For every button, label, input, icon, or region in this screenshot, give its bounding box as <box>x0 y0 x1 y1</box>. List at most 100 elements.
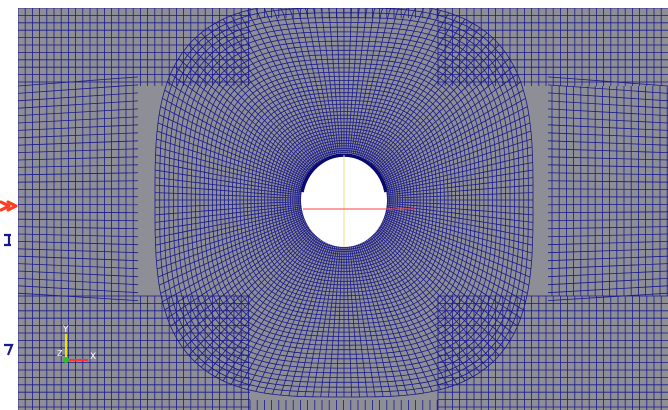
y-axis-label: Y <box>62 325 69 335</box>
mesh-spoke <box>347 242 360 398</box>
mesh-line <box>18 263 139 270</box>
mesh-spoke <box>160 219 306 294</box>
mesh-spoke <box>155 208 302 238</box>
mesh-spoke <box>371 232 488 368</box>
mesh-line <box>547 226 668 230</box>
mesh-spoke <box>386 162 533 192</box>
mesh-line <box>18 124 139 131</box>
mesh-spoke <box>385 146 533 189</box>
mesh-spoke <box>335 242 343 398</box>
mesh-line <box>18 255 139 262</box>
mesh-spoke <box>207 233 318 373</box>
mesh-spoke <box>375 51 505 172</box>
mesh-line <box>547 255 668 262</box>
mesh-spoke <box>345 8 353 158</box>
mesh-spoke <box>280 8 332 160</box>
mesh-spoke <box>194 38 316 169</box>
mesh-line <box>547 180 668 183</box>
mesh-spoke <box>384 138 532 188</box>
mesh-line <box>547 156 668 161</box>
mesh-spoke <box>320 8 340 158</box>
mesh-line <box>18 164 139 168</box>
mesh-line <box>547 188 668 190</box>
mesh-spoke <box>361 8 433 162</box>
mesh-spoke <box>367 235 466 382</box>
mesh-line <box>18 188 139 190</box>
mesh-spoke <box>372 231 494 362</box>
mesh-spoke <box>379 81 521 177</box>
mesh-line <box>18 248 139 254</box>
mesh-spoke <box>288 241 333 396</box>
mesh-line <box>547 92 668 102</box>
mesh-spoke <box>371 32 488 168</box>
mesh-spoke <box>348 242 368 397</box>
mesh-spoke <box>361 238 433 392</box>
mesh-spoke <box>154 192 302 199</box>
mesh-spoke <box>355 241 400 396</box>
mesh-spoke <box>335 8 343 158</box>
mesh-spoke <box>215 22 320 166</box>
mesh-spoke <box>162 220 307 303</box>
mesh-spoke <box>158 217 306 286</box>
mesh-spoke <box>230 15 322 164</box>
mesh-line <box>18 218 139 222</box>
mesh-spoke <box>375 228 505 349</box>
mesh-spoke <box>280 240 332 396</box>
mesh-line <box>18 285 139 294</box>
mesh-spoke <box>363 10 441 162</box>
mesh-spoke <box>312 8 338 158</box>
mesh-spoke <box>230 236 322 385</box>
mesh-spoke <box>170 73 310 176</box>
mesh-spoke <box>155 162 302 192</box>
z-axis-label: Z <box>57 349 63 358</box>
mesh-spoke <box>358 240 416 395</box>
mesh-spoke <box>156 138 304 188</box>
mesh-line <box>18 156 139 161</box>
mesh-spoke <box>366 15 458 164</box>
mesh-spoke <box>352 8 384 158</box>
mesh-spoke <box>183 228 313 349</box>
mesh-spoke <box>200 32 317 168</box>
mesh-spoke <box>382 114 530 183</box>
mesh-spoke <box>385 154 533 191</box>
mesh-spoke <box>263 8 328 161</box>
mesh-line <box>547 132 668 139</box>
mesh-spoke <box>156 212 304 262</box>
orientation-axes: XYZ <box>57 325 96 363</box>
arrow-right-icon[interactable] <box>0 196 20 216</box>
mesh-spoke <box>304 8 336 158</box>
mesh-spoke <box>372 38 494 169</box>
mesh-spoke <box>288 8 333 159</box>
mesh-spoke <box>155 169 302 194</box>
mesh-line <box>18 292 139 302</box>
mesh-spoke <box>272 240 330 395</box>
mesh-spoke <box>386 204 533 223</box>
mesh-spoke <box>296 241 335 397</box>
mesh-spoke <box>347 8 360 158</box>
mesh-line <box>547 148 668 153</box>
mesh-spoke <box>368 234 473 378</box>
mesh-spoke <box>156 130 304 186</box>
mesh-spoke <box>155 204 302 223</box>
mesh-line <box>18 226 139 230</box>
mesh-spoke <box>155 209 303 246</box>
mesh-spoke <box>304 242 336 397</box>
mesh-spoke <box>296 8 335 159</box>
side-panel-glyph-icon <box>2 232 14 248</box>
cylinder-hole <box>300 153 415 247</box>
mesh-line <box>547 285 668 294</box>
mesh-spoke <box>353 8 392 159</box>
mesh-spoke <box>386 206 533 231</box>
mesh-line <box>18 278 139 286</box>
mesh-spoke <box>386 192 534 199</box>
mesh-spoke <box>356 8 408 160</box>
mesh-spoke <box>194 231 316 362</box>
mesh-spoke <box>255 238 327 392</box>
mesh-spoke <box>352 242 384 397</box>
mesh-line <box>547 108 668 116</box>
mesh-line <box>547 164 668 168</box>
mesh-spoke <box>238 12 324 163</box>
mesh-spoke <box>376 227 510 342</box>
mesh-spoke <box>155 177 302 196</box>
